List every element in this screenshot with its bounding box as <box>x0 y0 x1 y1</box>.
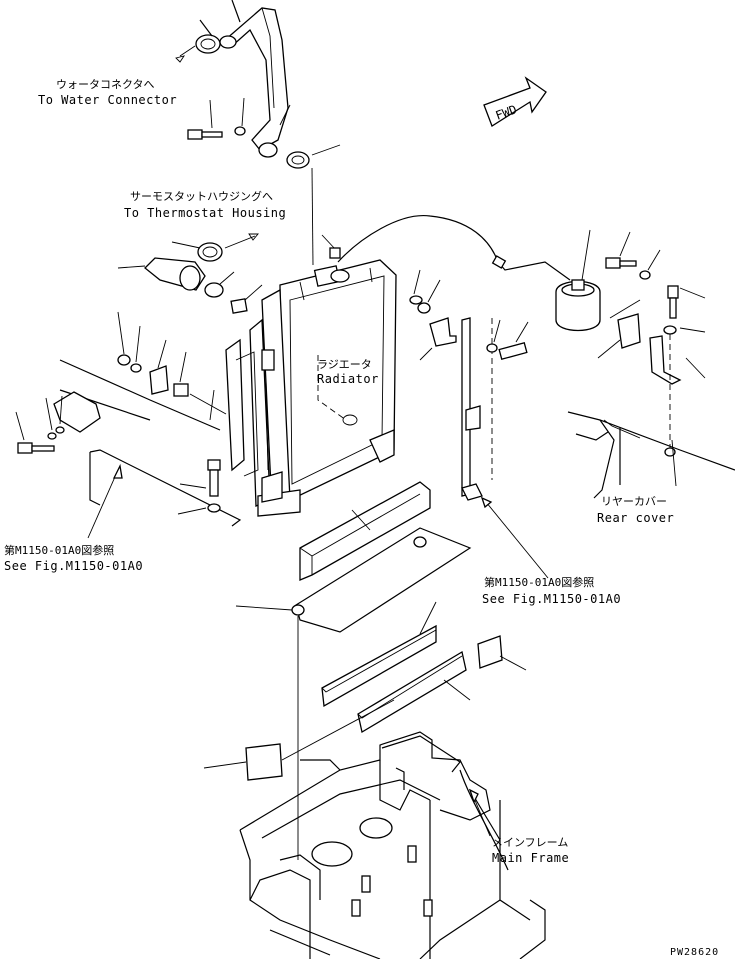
bracket-column <box>461 317 483 501</box>
undercover-panel <box>299 481 431 581</box>
left-frame-section <box>53 359 242 527</box>
thermostat-label-en: To Thermostat Housing <box>124 206 286 220</box>
main-frame-label-en: Main Frame <box>492 851 569 865</box>
hose-clamp-upper <box>195 34 221 54</box>
floor-plate <box>291 527 472 633</box>
see-fig-right-en: See Fig.M1150-01A0 <box>482 592 621 606</box>
thermostat-label-jp: サーモスタットハウジングへ <box>130 189 273 203</box>
fwd-label: FWD <box>494 102 519 123</box>
seal-plate-lower <box>357 650 467 734</box>
main-frame-label-jp: メインフレーム <box>492 836 568 849</box>
reservoir-tank <box>555 279 601 332</box>
radiator-label-en: Radiator <box>317 372 379 386</box>
radiator <box>225 259 397 517</box>
see-fig-left-jp: 第M1150-01A0図参照 <box>4 543 114 557</box>
upper-hose <box>219 7 289 151</box>
seal-plate-upper <box>321 624 437 708</box>
drawing-number: PW28620 <box>670 947 719 958</box>
main-frame <box>239 731 546 959</box>
see-fig-left-en: See Fig.M1150-01A0 <box>4 559 143 573</box>
water-connector-label-jp: ウォータコネクタへ <box>56 78 155 91</box>
lower-hose <box>144 257 206 291</box>
see-fig-right-jp: 第M1150-01A0図参照 <box>484 575 594 589</box>
rear-cover-label-jp: リヤーカバー <box>601 495 667 508</box>
radiator-label-jp: ラジエータ <box>317 358 372 371</box>
bolt-top <box>187 129 223 140</box>
water-connector-label-en: To Water Connector <box>38 93 177 107</box>
fwd-arrow-icon: FWD <box>483 76 547 127</box>
rear-cover-label-en: Rear cover <box>597 511 674 525</box>
rear-cover <box>567 411 735 499</box>
